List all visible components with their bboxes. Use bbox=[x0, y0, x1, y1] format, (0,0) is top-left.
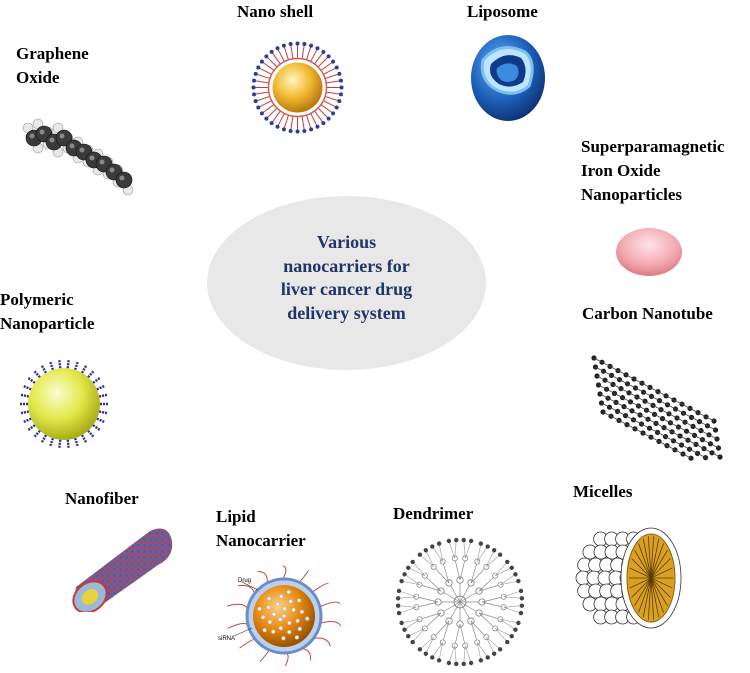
lipid-nanocarrier-illustration: Drug siRNA bbox=[212, 560, 350, 672]
drug-label: Drug bbox=[238, 578, 251, 584]
label-dendrimer: Dendrimer bbox=[393, 504, 474, 523]
dendrimer-illustration bbox=[392, 532, 528, 670]
label-micelles: Micelles bbox=[573, 482, 633, 501]
label-line: Nanoparticles bbox=[581, 185, 683, 204]
micelles-illustration bbox=[571, 512, 693, 642]
carbon-nanotube-illustration bbox=[584, 350, 734, 465]
label-line: Lipid bbox=[216, 507, 256, 526]
label-line: Superparamagnetic bbox=[581, 137, 725, 156]
label-polymeric-nanoparticle: Polymeric Nanoparticle bbox=[0, 288, 94, 336]
label-line: Iron Oxide bbox=[581, 161, 661, 180]
label-lipid-nanocarrier: Lipid Nanocarrier bbox=[216, 505, 306, 553]
label-spion: Superparamagnetic Iron Oxide Nanoparticl… bbox=[581, 135, 725, 207]
label-liposome: Liposome bbox=[467, 2, 538, 21]
label-carbon-nanotube: Carbon Nanotube bbox=[582, 304, 713, 323]
label-graphene-oxide: Graphene Oxide bbox=[16, 42, 89, 90]
center-title: Various nanocarriers for liver cancer dr… bbox=[207, 231, 486, 325]
label-nano-shell: Nano shell bbox=[237, 2, 314, 21]
label-nanofiber: Nanofiber bbox=[65, 489, 139, 508]
center-title-line: Various bbox=[316, 232, 377, 252]
center-title-line: liver cancer drug bbox=[280, 279, 413, 299]
polymeric-nanoparticle-illustration bbox=[18, 358, 110, 450]
label-line: Polymeric bbox=[0, 290, 74, 309]
nanofiber-illustration bbox=[68, 517, 180, 612]
liposome-illustration bbox=[467, 28, 549, 126]
nano-shell-illustration bbox=[250, 40, 345, 135]
center-title-line: delivery system bbox=[287, 302, 406, 323]
center-title-line: nanocarriers for bbox=[283, 255, 410, 276]
label-line: Oxide bbox=[16, 68, 60, 87]
graphene-oxide-illustration bbox=[20, 112, 142, 207]
center-ellipse bbox=[207, 196, 486, 370]
label-line: Graphene bbox=[16, 44, 89, 63]
label-line: Nanocarrier bbox=[216, 531, 306, 550]
label-line: Nanoparticle bbox=[0, 314, 95, 333]
spion-illustration bbox=[614, 226, 684, 278]
sirna-label: siRNA bbox=[218, 636, 235, 642]
